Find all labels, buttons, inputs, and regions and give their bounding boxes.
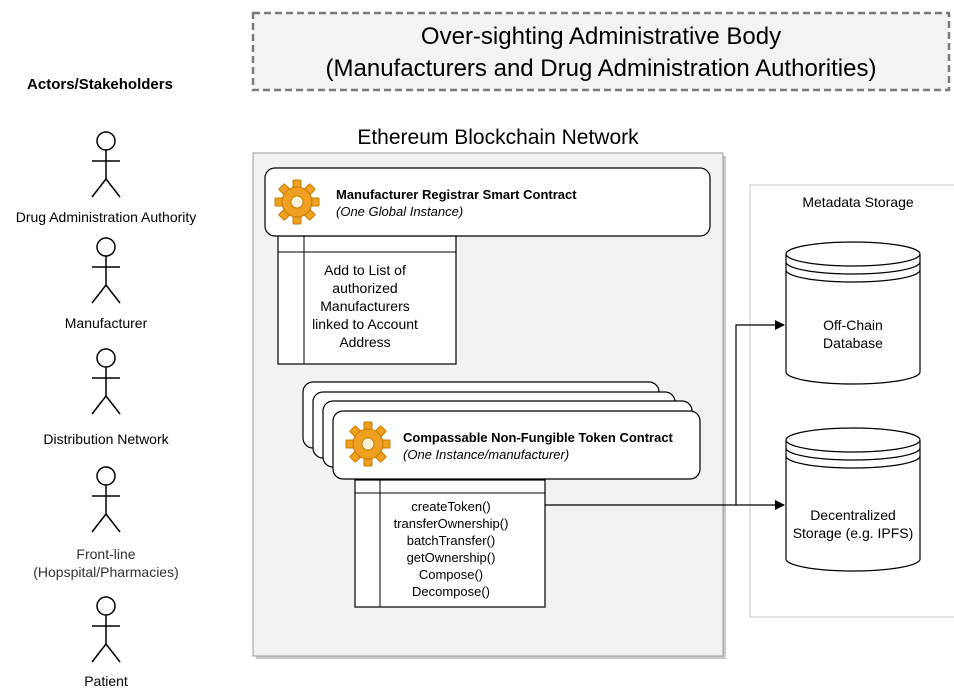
actor-distribution-network: Distribution Network [43, 348, 170, 447]
actor-label: Drug Administration Authority [16, 209, 197, 225]
nft-header-box [332, 410, 701, 480]
admin-body-line1: Over-sighting Administrative Body [421, 23, 781, 50]
offchain-database: Off-Chain Database [785, 241, 921, 385]
registrar-methods-box [277, 235, 457, 365]
offchain-label-line2: Database [823, 335, 883, 351]
registrar-method-line: authorized [332, 280, 397, 296]
stick-figure-icon [91, 237, 121, 304]
decentral-label-line2: Storage (e.g. IPFS) [793, 525, 914, 541]
registrar-subtitle: (One Global Instance) [336, 204, 463, 219]
nft-method: Compose() [419, 567, 483, 582]
registrar-header-box [264, 167, 711, 237]
nft-method: transferOwnership() [394, 516, 509, 531]
actors-heading: Actors/Stakeholders [27, 76, 173, 93]
decentralized-storage: Decentralized Storage (e.g. IPFS) [785, 427, 921, 572]
decentral-label-line1: Decentralized [810, 507, 896, 523]
nft-method: createToken() [411, 499, 490, 514]
actor-drug-administration-authority: Drug Administration Authority [16, 131, 197, 225]
metadata-storage-panel: Metadata Storage Off-Chain Database Dece… [749, 184, 954, 618]
registrar-contract: Add to List of authorized Manufacturers … [264, 167, 711, 365]
actor-manufacturer: Manufacturer [65, 237, 148, 331]
actor-label: Distribution Network [43, 431, 169, 447]
registrar-method-line: linked to Account [312, 316, 418, 332]
gear-icon [345, 421, 391, 467]
nft-subtitle: (One Instance/manufacturer) [403, 447, 569, 462]
offchain-label-line1: Off-Chain [823, 317, 883, 333]
database-icon [785, 440, 921, 572]
nft-title: Compassable Non-Fungible Token Contract [403, 430, 674, 445]
registrar-method-line: Add to List of [324, 262, 406, 278]
actor-front-line: Front-line (Hopspital/Pharmacies) [33, 466, 179, 580]
nft-method: batchTransfer() [407, 533, 495, 548]
stick-figure-icon [91, 596, 121, 663]
nft-method: getOwnership() [407, 550, 496, 565]
actor-label: Front-line [76, 546, 135, 562]
arrow-to-offchain-database [735, 320, 785, 505]
admin-body-line2: (Manufacturers and Drug Administration A… [326, 55, 877, 82]
registrar-method-line: Address [339, 334, 390, 350]
nft-contract: createToken() transferOwnership() batchT… [302, 381, 701, 608]
actor-label-secondary: (Hopspital/Pharmacies) [33, 564, 179, 580]
actor-patient: Patient [84, 596, 128, 688]
stick-figure-icon [91, 466, 121, 533]
metadata-storage-title: Metadata Storage [802, 194, 914, 210]
nft-method: Decompose() [412, 584, 490, 599]
actor-label: Manufacturer [65, 315, 148, 331]
database-icon [785, 254, 921, 385]
stick-figure-icon [91, 348, 121, 415]
gear-icon [274, 179, 320, 225]
actor-label: Patient [84, 673, 128, 688]
stick-figure-icon [91, 131, 121, 198]
nft-methods-box [354, 479, 546, 608]
registrar-title: Manufacturer Registrar Smart Contract [336, 187, 577, 202]
admin-body-box: Over-sighting Administrative Body (Manuf… [251, 11, 951, 92]
registrar-method-line: Manufacturers [320, 298, 409, 314]
blockchain-title: Ethereum Blockchain Network [357, 126, 639, 149]
connectors [545, 320, 785, 510]
